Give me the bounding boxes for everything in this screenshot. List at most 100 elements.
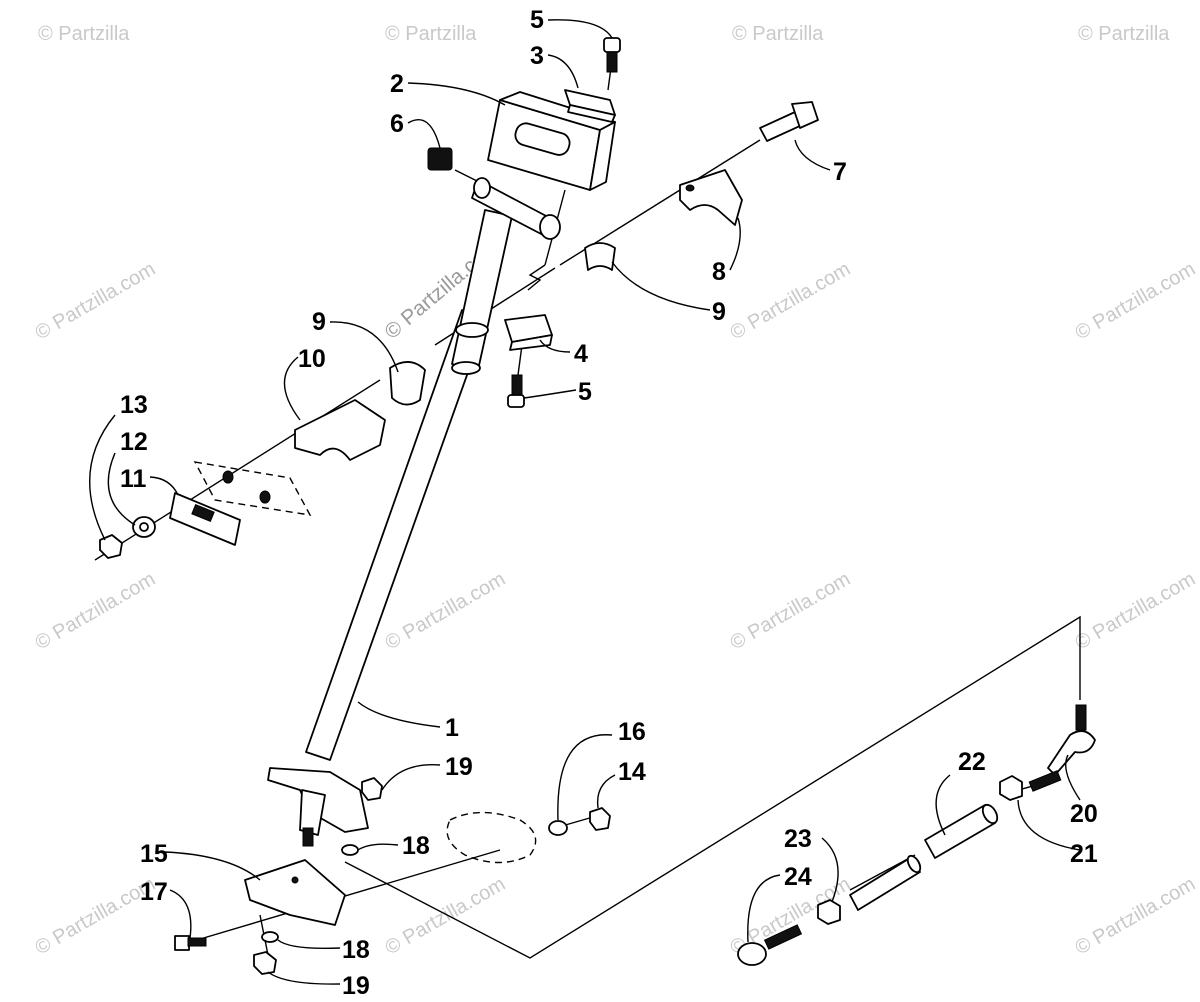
tie-rod-end-left bbox=[737, 942, 767, 966]
bolt-5-mid bbox=[507, 374, 525, 408]
bolt-head bbox=[507, 394, 525, 408]
callout-15: 15 bbox=[140, 840, 168, 868]
washer-18-upper bbox=[341, 844, 359, 856]
cap-upper-side bbox=[567, 104, 616, 123]
leader-line-1 bbox=[357, 701, 441, 728]
plug-6 bbox=[427, 147, 453, 171]
assembly-lines bbox=[94, 59, 1081, 959]
steering-post-crossbar-end bbox=[539, 214, 561, 240]
callout-13: 13 bbox=[120, 391, 148, 419]
callout-2: 2 bbox=[390, 70, 404, 98]
leader-line-21 bbox=[1017, 799, 1081, 851]
nut-19-upper bbox=[361, 777, 383, 801]
leader-line-22 bbox=[935, 774, 951, 836]
leader-line-8 bbox=[729, 217, 741, 271]
leader-line-12 bbox=[107, 452, 136, 526]
watermark-text: © Partzilla.com bbox=[1072, 258, 1200, 344]
callout-4: 4 bbox=[574, 340, 588, 368]
washer-18-lower bbox=[261, 931, 279, 943]
tie-rod-frame-line bbox=[344, 615, 1081, 959]
bolt-5-top bbox=[603, 37, 621, 73]
callout-24: 24 bbox=[784, 863, 812, 891]
clamp-half-hole bbox=[685, 184, 695, 192]
bolt-17 bbox=[174, 935, 207, 951]
callout-18-lower: 18 bbox=[342, 936, 370, 964]
plate-hole bbox=[259, 490, 271, 504]
watermark-text: © Partzilla.com bbox=[382, 568, 510, 654]
leader-line-6 bbox=[407, 118, 441, 149]
tie-rod-assembly bbox=[737, 704, 1096, 966]
steering-post-crossbar-end bbox=[473, 177, 491, 199]
leader-line-18-lower bbox=[277, 939, 341, 949]
callout-19-upper: 19 bbox=[445, 753, 473, 781]
callout-9-left: 9 bbox=[312, 308, 326, 336]
watermark-text: © Partzilla.com bbox=[1072, 568, 1200, 654]
leader-line-19-upper bbox=[381, 764, 441, 791]
bolt-head bbox=[791, 101, 819, 129]
bushing-9-left bbox=[389, 361, 426, 406]
leader-line-24 bbox=[747, 874, 781, 943]
callout-1: 1 bbox=[445, 714, 459, 742]
leader-line-13 bbox=[89, 414, 116, 541]
watermark-text: © Partzilla.com bbox=[727, 258, 855, 344]
steering-post-thread bbox=[302, 827, 314, 847]
callout-9-right: 9 bbox=[712, 298, 726, 326]
callout-5-mid: 5 bbox=[578, 378, 592, 406]
bushing-9-right bbox=[584, 242, 616, 271]
watermark-text: © Partzilla bbox=[38, 23, 130, 45]
leader-line-3 bbox=[547, 54, 579, 89]
leader-line-4 bbox=[539, 339, 571, 353]
callout-labels: 5 3 2 6 7 8 9 9 10 4 5 13 12 11 1 16 14 … bbox=[120, 6, 1098, 1000]
bracket-15 bbox=[244, 859, 346, 926]
upper-clamp-block bbox=[487, 91, 616, 191]
leader-line-18-upper bbox=[357, 843, 399, 851]
tie-rod-rod bbox=[849, 857, 921, 911]
callout-12: 12 bbox=[120, 428, 148, 456]
callout-16: 16 bbox=[618, 718, 646, 746]
leader-line-11 bbox=[149, 476, 179, 496]
leader-line-9-right bbox=[611, 261, 711, 311]
leader-line-2 bbox=[407, 82, 506, 106]
leader-line-19-lower bbox=[267, 971, 341, 985]
watermark-text: © Partzilla.com bbox=[32, 258, 160, 344]
leader-line-9-left bbox=[329, 321, 399, 373]
bolt-thread bbox=[187, 937, 207, 947]
steering-post-collar bbox=[455, 322, 489, 338]
watermark-text: © Partzilla bbox=[385, 23, 477, 45]
steering-post-spindle bbox=[299, 789, 326, 836]
callout-7: 7 bbox=[833, 158, 847, 186]
watermark-text: © Partzilla bbox=[1078, 23, 1170, 45]
clamp-body bbox=[294, 399, 386, 461]
jam-nut-21 bbox=[999, 775, 1023, 801]
leader-line-7 bbox=[794, 139, 831, 171]
clamp-half-body bbox=[679, 169, 743, 226]
steering-post-collar bbox=[451, 361, 481, 375]
clamp-half-8 bbox=[679, 169, 743, 226]
clamp-10 bbox=[294, 399, 386, 461]
steering-post-upper bbox=[451, 209, 513, 371]
tie-rod-end-stud bbox=[1075, 704, 1087, 731]
tie-rod-end-thread bbox=[763, 924, 803, 950]
bolt-axis-line bbox=[517, 344, 523, 376]
callout-17: 17 bbox=[140, 878, 168, 906]
tie-rod-end-right bbox=[1047, 730, 1096, 776]
callout-5-top: 5 bbox=[530, 6, 544, 34]
watermark-text: © Partzilla.com bbox=[32, 568, 160, 654]
break-mark bbox=[527, 264, 546, 291]
watermark-text: © Partzilla.com bbox=[1072, 873, 1200, 959]
nut-19-lower bbox=[253, 951, 277, 975]
callout-3: 3 bbox=[530, 42, 544, 70]
watermark-text: © Partzilla.com bbox=[382, 873, 510, 959]
tie-rod-sleeve-end bbox=[981, 803, 999, 825]
washer-12-hole bbox=[139, 522, 149, 532]
leader-line-17 bbox=[169, 889, 192, 939]
watermark-text: © Partzilla.com bbox=[727, 568, 855, 654]
callout-20: 20 bbox=[1070, 800, 1098, 828]
bolt-head bbox=[174, 935, 190, 951]
jam-nut-23 bbox=[817, 899, 841, 925]
leader-line-10 bbox=[283, 356, 301, 421]
callout-21: 21 bbox=[1070, 840, 1098, 868]
callout-8: 8 bbox=[712, 258, 726, 286]
callout-19-lower: 19 bbox=[342, 972, 370, 1000]
